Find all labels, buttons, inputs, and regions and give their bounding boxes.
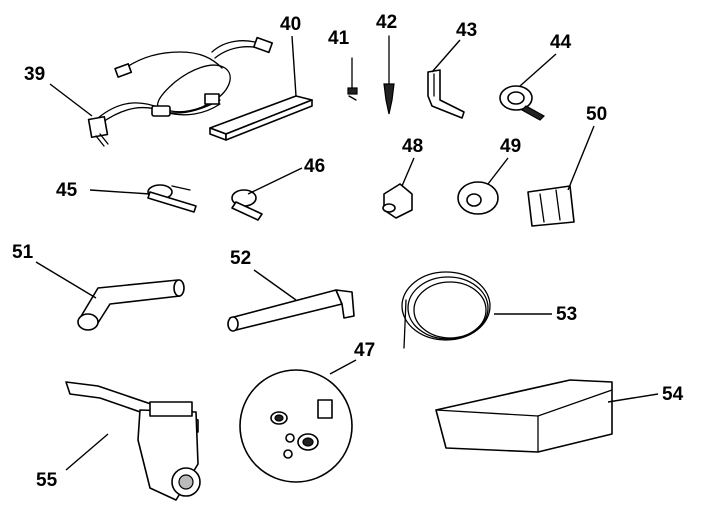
- label-55: 55: [36, 470, 58, 491]
- part-55-water-valve: [65, 381, 201, 501]
- leader-48: [401, 157, 415, 187]
- leader-40: [291, 35, 297, 97]
- label-39: 39: [24, 64, 45, 85]
- label-50: 50: [586, 104, 607, 125]
- part-49-washer: [457, 181, 499, 215]
- leader-54: [607, 393, 659, 403]
- part-52-tube: [227, 289, 355, 332]
- label-47: 47: [354, 340, 375, 361]
- part-43-bracket: [427, 69, 465, 119]
- part-42-screw: [383, 35, 395, 115]
- part-39-wire-harness: [87, 36, 274, 147]
- label-41: 41: [328, 28, 350, 49]
- label-40: 40: [280, 14, 301, 35]
- label-45: 45: [56, 180, 78, 201]
- part-51-tube: [77, 279, 185, 331]
- label-43: 43: [456, 20, 477, 41]
- leader-44: [519, 53, 557, 87]
- part-46-clip: [231, 189, 263, 221]
- label-42: 42: [376, 12, 397, 33]
- label-53: 53: [556, 304, 577, 325]
- part-50-clip: [527, 185, 575, 227]
- leader-52: [253, 269, 297, 301]
- label-51: 51: [12, 242, 34, 263]
- leader-39: [49, 83, 93, 117]
- leader-55: [65, 433, 109, 471]
- leader-46: [247, 167, 303, 195]
- label-46: 46: [304, 156, 325, 177]
- label-49: 49: [500, 136, 521, 157]
- part-53-coiled-tube: [401, 271, 491, 349]
- part-45-clip: [147, 184, 197, 213]
- leader-47: [329, 359, 357, 375]
- part-41-screw: [347, 57, 358, 101]
- part-47-fitting-kit: [239, 369, 353, 483]
- leader-51: [35, 261, 97, 299]
- part-54-ice-bin: [435, 379, 613, 453]
- leader-43: [431, 39, 461, 73]
- label-54: 54: [662, 384, 684, 405]
- part-44-clamp: [499, 85, 545, 121]
- label-48: 48: [402, 136, 423, 157]
- label-52: 52: [230, 248, 251, 269]
- leader-45: [89, 189, 151, 195]
- part-48-fitting: [382, 183, 413, 219]
- part-40-strip: [209, 95, 313, 141]
- leader-50: [567, 125, 595, 191]
- leader-49: [487, 157, 509, 185]
- label-44: 44: [550, 32, 572, 53]
